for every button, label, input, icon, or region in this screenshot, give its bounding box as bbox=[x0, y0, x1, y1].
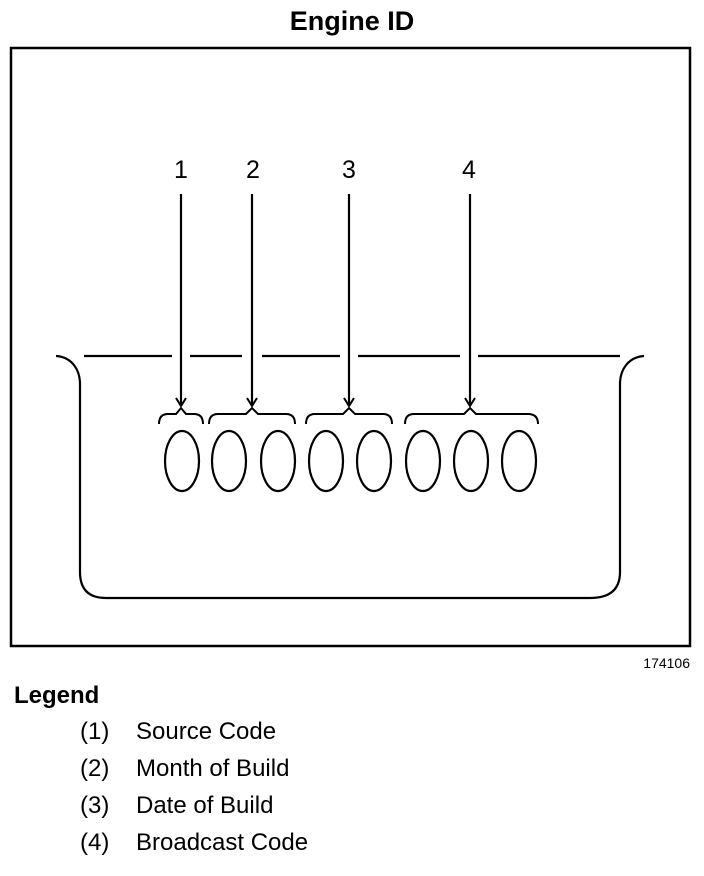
character-position bbox=[163, 429, 201, 493]
character-positions bbox=[163, 429, 538, 493]
arrow-tip-4 bbox=[464, 397, 476, 408]
diagram-frame bbox=[9, 46, 692, 648]
diagram-title: Engine ID bbox=[289, 6, 415, 36]
legend-item-label: Source Code bbox=[136, 718, 277, 745]
character-position bbox=[259, 429, 297, 493]
figure-id: 174106 bbox=[643, 655, 690, 671]
legend-item-number: (1) bbox=[80, 718, 110, 745]
arrow-tip-1 bbox=[175, 397, 187, 408]
legend-item: (3) Date of Build bbox=[80, 790, 308, 827]
legend-item-number: (4) bbox=[80, 829, 110, 856]
callout-4: 4 bbox=[462, 156, 476, 184]
arrow-tip-2 bbox=[246, 397, 258, 408]
character-position bbox=[355, 429, 393, 493]
legend-item-number: (3) bbox=[80, 792, 110, 819]
callout-2: 2 bbox=[246, 156, 260, 184]
legend-item: (4) Broadcast Code bbox=[80, 827, 308, 864]
engine-pad-outline bbox=[55, 354, 645, 600]
character-position bbox=[500, 429, 538, 493]
brace-1 bbox=[158, 406, 204, 425]
callout-numbers: 1 2 3 4 bbox=[174, 156, 476, 184]
character-position bbox=[452, 429, 490, 493]
legend-item: (1) Source Code bbox=[80, 716, 308, 753]
legend-item-number: (2) bbox=[80, 755, 110, 782]
legend-item-label: Broadcast Code bbox=[136, 829, 309, 856]
character-position bbox=[210, 429, 248, 493]
group-braces bbox=[158, 406, 539, 425]
arrow-tip-3 bbox=[343, 397, 355, 408]
legend-item: (2) Month of Build bbox=[80, 753, 308, 790]
character-position bbox=[307, 429, 345, 493]
legend-item-label: Date of Build bbox=[136, 792, 274, 819]
legend-heading: Legend bbox=[14, 682, 100, 709]
brace-4 bbox=[404, 406, 539, 425]
brace-2 bbox=[208, 406, 296, 425]
brace-3 bbox=[305, 406, 393, 425]
legend-item-label: Month of Build bbox=[136, 755, 290, 782]
legend-list: (1) Source Code (2) Month of Build (3) D… bbox=[80, 716, 308, 864]
callout-3: 3 bbox=[342, 156, 356, 184]
character-position bbox=[404, 429, 442, 493]
callout-1: 1 bbox=[174, 156, 188, 184]
leader-lines bbox=[175, 194, 476, 408]
